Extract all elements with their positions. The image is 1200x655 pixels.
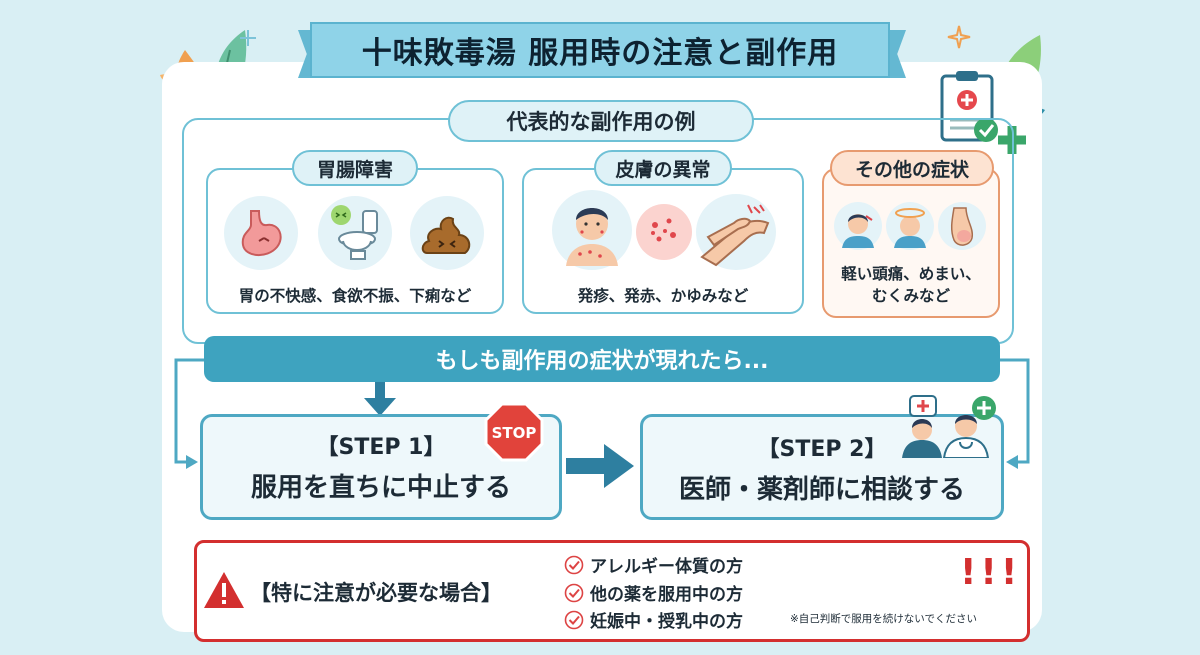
warning-item-text: 他の薬を服用中の方 bbox=[590, 585, 743, 605]
gi-category-caption: 胃の不快感、食欲不振、下痢など bbox=[238, 287, 472, 305]
check-icon bbox=[564, 610, 584, 629]
doctor-consult-icon bbox=[902, 395, 996, 458]
exclamation-marks: !!! bbox=[960, 552, 1022, 593]
stop-sign-icon: STOP bbox=[484, 402, 544, 462]
headache-icon bbox=[834, 202, 882, 250]
dizziness-icon bbox=[886, 202, 934, 250]
skin-category-caption: 発疹、発赤、かゆみなど bbox=[577, 287, 749, 305]
action-header: もしも副作用の症状が現れたら... bbox=[204, 336, 1000, 382]
section-title: 代表的な副作用の例 bbox=[448, 100, 754, 142]
warning-item-text: アレルギー体質の方 bbox=[590, 557, 743, 577]
warning-item: アレルギー体質の方 bbox=[564, 552, 743, 577]
down-arrow-icon bbox=[364, 378, 396, 416]
itchy-arm-icon bbox=[696, 194, 776, 270]
gi-category-title: 胃腸障害 bbox=[292, 150, 418, 186]
other-category-caption-line2: むくみなど bbox=[871, 287, 951, 305]
other-category-title: その他の症状 bbox=[830, 150, 994, 186]
skin-rash-icon bbox=[636, 204, 692, 260]
warning-item: 他の薬を服用中の方 bbox=[564, 580, 743, 605]
sparkle-small-icon bbox=[240, 30, 256, 46]
clipboard-icon bbox=[940, 71, 1026, 154]
step-2-label: 【STEP 2】 bbox=[757, 437, 887, 462]
other-category-caption-line1: 軽い頭痛、めまい、 bbox=[841, 265, 981, 283]
warning-label: 【特に注意が必要な場合】 bbox=[250, 581, 502, 605]
poop-icon bbox=[410, 196, 484, 270]
stop-sign-text: STOP bbox=[492, 424, 537, 442]
warning-triangle-icon bbox=[204, 572, 244, 608]
step-2-box: 【STEP 2】 医師・薬剤師に相談する bbox=[640, 414, 1004, 520]
step-2-text: 医師・薬剤師に相談する bbox=[678, 475, 965, 505]
step-1-box: 【STEP 1】 服用を直ちに中止する bbox=[200, 414, 562, 520]
check-icon bbox=[564, 583, 584, 602]
face-rash-icon bbox=[552, 190, 632, 270]
page-title: 十味敗毒湯 服用時の注意と副作用 bbox=[310, 22, 890, 78]
warning-item-text: 妊娠中・授乳中の方 bbox=[590, 612, 743, 632]
skin-category-title: 皮膚の異常 bbox=[594, 150, 732, 186]
warning-item: 妊娠中・授乳中の方 bbox=[564, 607, 743, 632]
step-arrow-icon bbox=[566, 444, 634, 488]
step-1-text: 服用を直ちに中止する bbox=[250, 473, 511, 503]
step-1-label: 【STEP 1】 bbox=[316, 435, 446, 460]
warning-note: ※自己判断で服用を続けないでください bbox=[790, 613, 977, 625]
swelling-icon bbox=[938, 202, 986, 250]
check-icon bbox=[564, 555, 584, 574]
warning-box bbox=[194, 540, 1030, 642]
stomach-icon bbox=[224, 196, 298, 270]
toilet-icon bbox=[318, 196, 392, 270]
sparkle-icon bbox=[947, 25, 971, 49]
